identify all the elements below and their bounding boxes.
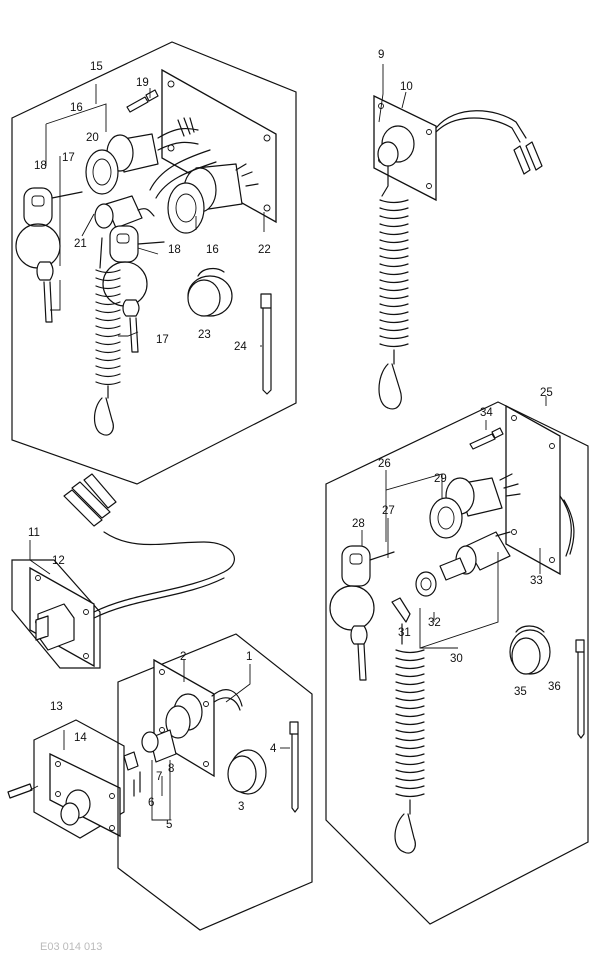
leaders-15 (45, 84, 265, 347)
callout-6: 6 (148, 797, 154, 809)
callout-labels: 15 19 16 20 18 17 21 18 16 22 17 23 24 9… (28, 49, 561, 953)
callout-17b: 17 (156, 334, 169, 346)
cable-tie-24 (260, 293, 272, 395)
callout-8: 8 (168, 763, 174, 775)
key-switch-13 (7, 719, 125, 839)
callout-7: 7 (156, 771, 162, 783)
ignition-switch-19 (85, 117, 199, 195)
callout-23: 23 (198, 329, 211, 341)
callout-4: 4 (270, 743, 277, 755)
screw-22 (126, 89, 159, 113)
callout-27: 27 (382, 505, 395, 517)
callout-31: 31 (398, 627, 411, 639)
callout-30: 30 (450, 653, 463, 665)
callout-29: 29 (434, 473, 447, 485)
callout-9: 9 (378, 49, 384, 61)
group-box-25 (325, 396, 589, 925)
callout-16: 16 (70, 102, 83, 114)
key-right (102, 225, 165, 353)
callout-1: 1 (246, 651, 252, 663)
callout-15: 15 (90, 61, 103, 73)
callout-24: 24 (234, 341, 247, 353)
callout-25: 25 (540, 387, 553, 399)
stop-switch-assembly-9 (373, 64, 543, 410)
callout-28: 28 (352, 518, 365, 530)
callout-2: 2 (180, 651, 186, 663)
cap-23 (187, 267, 233, 317)
group-box-1 (117, 633, 313, 931)
callout-26: 26 (378, 458, 391, 470)
callout-32: 32 (428, 617, 441, 629)
callout-36: 36 (548, 681, 561, 693)
callout-5: 5 (166, 819, 172, 831)
callout-11: 11 (28, 527, 40, 539)
group-box-15 (11, 41, 297, 485)
callout-19: 20 (86, 132, 99, 144)
ignition-switch-16 (149, 149, 259, 234)
stop-switch-20 (94, 195, 155, 229)
callout-35: 35 (514, 686, 527, 698)
callout-16b: 16 (206, 244, 219, 256)
lanyard-coil-left (93, 237, 121, 436)
key-left (15, 187, 83, 323)
callout-17: 17 (62, 152, 75, 164)
switch-assembly-11 (11, 473, 235, 669)
callout-13: 13 (50, 701, 63, 713)
callout-10: 10 (400, 81, 413, 93)
callout-33: 33 (530, 575, 543, 587)
callout-3: 3 (238, 801, 244, 813)
diagram-caption: E03 014 013 (40, 941, 102, 953)
callout-34: 34 (480, 407, 493, 419)
callout-14: 14 (74, 732, 87, 744)
callout-12: 12 (52, 555, 65, 567)
callout-20: 21 (74, 238, 87, 250)
callout-18: 18 (34, 160, 47, 172)
callout-18b: 18 (168, 244, 181, 256)
callout-22: 19 (136, 77, 149, 89)
callout-21: 22 (258, 244, 271, 256)
